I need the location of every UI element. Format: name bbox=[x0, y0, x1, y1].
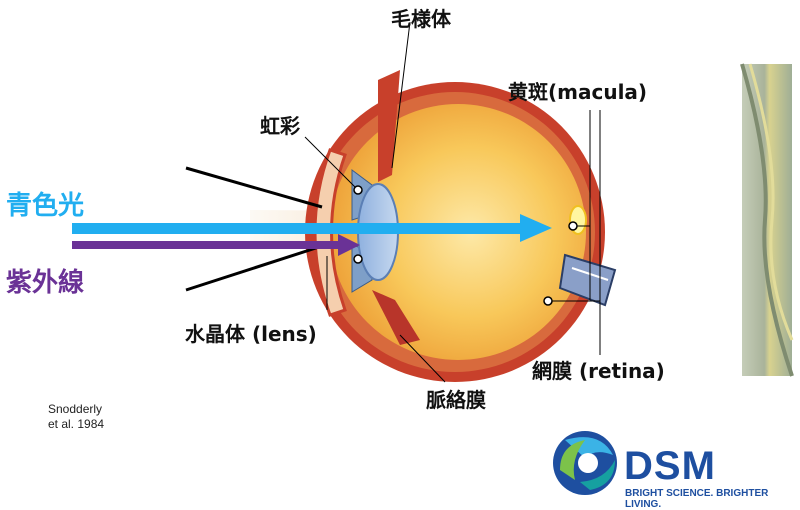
micrograph-fovea bbox=[740, 63, 794, 377]
dsm-logo-icon bbox=[553, 431, 617, 495]
blue-light-arrowhead bbox=[520, 214, 552, 242]
leader-ciliary bbox=[391, 21, 411, 169]
uv-arrowhead bbox=[338, 234, 360, 256]
macula-marker bbox=[568, 221, 578, 231]
citation: Snodderly et al. 1984 bbox=[48, 402, 104, 432]
iris-marker bbox=[353, 185, 363, 195]
leader-iris bbox=[304, 136, 359, 191]
label-ciliary-body: 毛様体 bbox=[391, 7, 451, 31]
ciliary-body-lower bbox=[372, 290, 420, 345]
dsm-logo-name: DSM bbox=[624, 444, 716, 488]
uv-shaft bbox=[72, 241, 340, 249]
citation-line1: Snodderly bbox=[48, 402, 103, 416]
retina-marker bbox=[543, 296, 553, 306]
ray-line-lower bbox=[185, 244, 323, 292]
citation-line2: et al. 1984 bbox=[48, 417, 105, 431]
optic-nerve bbox=[558, 253, 617, 307]
label-lens: 水晶体 (lens) bbox=[185, 322, 317, 346]
label-macula: 黄斑(macula) bbox=[508, 80, 648, 104]
lens-marker bbox=[353, 254, 363, 264]
leader-choroid bbox=[399, 334, 446, 383]
dsm-logo-tagline: BRIGHT SCIENCE. BRIGHTER LIVING. bbox=[625, 488, 769, 510]
ciliary-body-shape bbox=[378, 70, 400, 182]
label-retina: 網膜 (retina) bbox=[532, 359, 665, 383]
label-blue-light: 青色光 bbox=[6, 191, 85, 221]
ray-line-upper bbox=[185, 166, 323, 209]
blue-light-shaft bbox=[72, 223, 522, 234]
label-choroid: 脈絡膜 bbox=[426, 388, 486, 412]
label-iris: 虹彩 bbox=[260, 114, 300, 138]
label-uv: 紫外線 bbox=[6, 268, 85, 298]
